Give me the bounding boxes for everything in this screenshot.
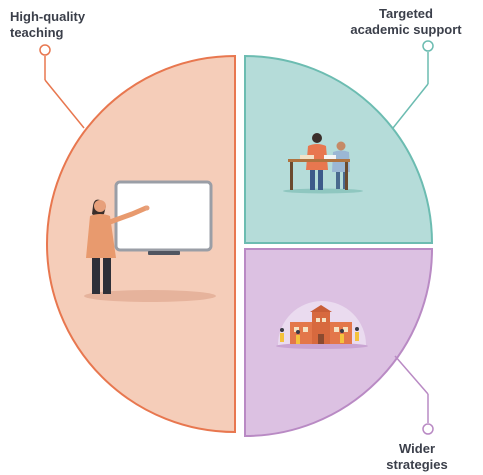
tutor-student-illustration — [283, 133, 363, 194]
label-wider-strategies-line-1: Wider — [399, 441, 435, 456]
label-high-quality-teaching-line-1: High-quality — [10, 9, 86, 24]
label-targeted-academic-support-line-1: Targeted — [379, 6, 433, 21]
connector-wider-strategies — [394, 355, 434, 435]
connector-high-quality-teaching — [39, 44, 85, 129]
label-targeted-academic-support-line-2: academic support — [350, 22, 462, 37]
teacher-whiteboard-illustration — [84, 180, 216, 302]
label-wider-strategies: Wider strategies — [372, 441, 462, 473]
label-wider-strategies-line-2: strategies — [386, 457, 448, 472]
label-high-quality-teaching-line-2: teaching — [10, 25, 64, 40]
connector-targeted-academic-support — [392, 40, 434, 129]
label-targeted-academic-support: Targeted academic support — [336, 6, 476, 38]
label-high-quality-teaching: High-quality teaching — [10, 9, 85, 41]
school-community-illustration — [276, 301, 368, 349]
